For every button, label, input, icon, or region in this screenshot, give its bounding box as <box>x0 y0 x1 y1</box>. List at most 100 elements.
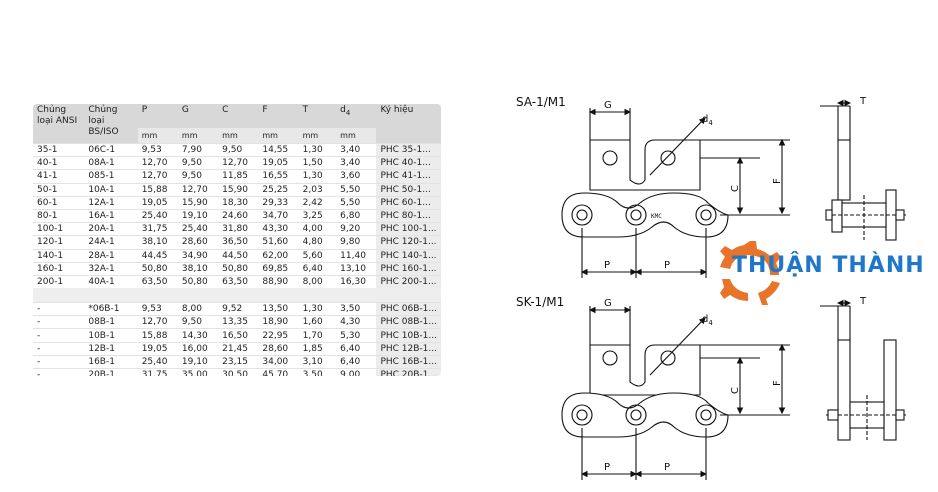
table-cell: 06C-1 <box>84 142 138 157</box>
header-ansi: Chủng loại ANSI <box>33 104 85 144</box>
table-cell: 16,50 <box>218 328 259 343</box>
table-cell: 50,80 <box>218 261 259 276</box>
table-cell: 5,50 <box>336 182 377 197</box>
table-cell: PHC 10B-1... <box>376 328 441 343</box>
table-cell: PHC 06B-1... <box>376 302 441 316</box>
table-cell: 9,00 <box>336 368 377 376</box>
table-cell: 34,70 <box>258 208 299 223</box>
table-cell: 25,25 <box>258 182 299 197</box>
table-cell: PHC 200-1... <box>376 274 441 289</box>
spacer-cell <box>177 288 219 303</box>
table-cell: 12B-1 <box>84 341 138 356</box>
table-cell: PHC 140-1... <box>376 248 441 263</box>
table-cell: 13,10 <box>336 261 377 276</box>
gear-icon <box>720 241 781 305</box>
table-cell: 44,45 <box>137 248 178 263</box>
table-cell: 51,60 <box>258 235 299 249</box>
table-cell: 13,50 <box>258 302 299 316</box>
unit-p: mm <box>137 128 178 144</box>
table-cell: 18,90 <box>258 315 299 329</box>
table-cell: 11,40 <box>336 248 377 263</box>
dim-t-bottom: T <box>859 296 867 307</box>
table-cell: PHC 16B-1... <box>376 354 441 369</box>
chain-spec-table: Chủng loại ANSI Chủng loại BS/ISO P G C … <box>33 104 441 376</box>
spec-table-container: Chủng loại ANSI Chủng loại BS/ISO P G C … <box>33 104 441 376</box>
dim-p1-bottom: P <box>604 462 610 473</box>
spacer-cell <box>218 288 259 303</box>
table-cell: 40-1 <box>33 156 85 170</box>
header-t: T <box>298 104 337 128</box>
table-cell: 24A-1 <box>84 235 138 249</box>
table-cell: 50-1 <box>33 182 85 197</box>
table-cell: 1,60 <box>298 315 337 329</box>
table-cell: 50,80 <box>177 274 219 289</box>
table-cell: - <box>33 368 85 376</box>
table-cell: 31,75 <box>137 368 178 376</box>
table-cell: 6,40 <box>336 341 377 356</box>
table-cell: 35,00 <box>177 368 219 376</box>
table-cell: 100-1 <box>33 222 85 236</box>
table-header-row: Chủng loại ANSI Chủng loại BS/ISO P G C … <box>33 104 441 144</box>
table-cell: 120-1 <box>33 235 85 249</box>
table-cell: 13,35 <box>218 315 259 329</box>
table-cell: 200-1 <box>33 274 85 289</box>
table-cell: 140-1 <box>33 248 85 263</box>
table-cell: PHC 60-1... <box>376 195 441 210</box>
table-cell: 28,60 <box>177 235 219 249</box>
table-cell: 19,10 <box>177 354 219 369</box>
table-cell: 45,70 <box>258 368 299 376</box>
table-cell: 23,15 <box>218 354 259 369</box>
table-cell: 80-1 <box>33 208 85 223</box>
table-cell: PHC 12B-1... <box>376 341 441 356</box>
table-cell: 28,60 <box>258 341 299 356</box>
table-cell: 12,70 <box>137 169 178 184</box>
table-spacer-row <box>33 288 441 303</box>
table-cell: 12,70 <box>137 315 178 329</box>
header-d4: d4 <box>336 104 377 128</box>
dim-d4-bottom-d: d <box>702 314 708 325</box>
table-cell: 5,50 <box>336 195 377 210</box>
table-cell: 24,60 <box>218 208 259 223</box>
table-cell: 15,88 <box>137 328 178 343</box>
sk-front-view <box>561 306 790 480</box>
dim-d4-bottom: d4 <box>702 314 713 327</box>
header-bsiso: Chủng loại BS/ISO <box>84 104 138 144</box>
table-cell: 9,53 <box>137 302 178 316</box>
table-cell: 9,50 <box>177 315 219 329</box>
table-cell: 3,25 <box>298 208 337 223</box>
brand-logo: THUẬN THÀNH <box>710 235 935 305</box>
header-p: P <box>137 104 178 128</box>
table-cell: PHC 120-1... <box>376 235 441 249</box>
table-cell: 5,30 <box>336 328 377 343</box>
table-cell: 5,60 <box>298 248 337 263</box>
table-units-row: mm mm mm mm mm mm <box>33 128 441 144</box>
table-cell: 085-1 <box>84 169 138 184</box>
table-cell: 12A-1 <box>84 195 138 210</box>
spacer-cell <box>376 288 441 303</box>
spacer-cell <box>84 288 138 303</box>
table-cell: 9,52 <box>218 302 259 316</box>
table-cell: 40A-1 <box>84 274 138 289</box>
link-mark-top: KMC <box>651 213 662 220</box>
table-cell: 6,40 <box>298 261 337 276</box>
table-cell: 6,40 <box>336 354 377 369</box>
table-cell: 1,70 <box>298 328 337 343</box>
table-cell: - <box>33 315 85 329</box>
table-cell: 28A-1 <box>84 248 138 263</box>
table-cell: 9,53 <box>137 142 178 157</box>
table-cell: 8,00 <box>177 302 219 316</box>
header-d4-sub: 4 <box>345 108 351 117</box>
table-cell: 14,55 <box>258 142 299 157</box>
table-cell: PHC 100-1... <box>376 222 441 236</box>
table-cell: PHC 50-1... <box>376 182 441 197</box>
spacer-cell <box>336 288 377 303</box>
table-cell: 29,33 <box>258 195 299 210</box>
